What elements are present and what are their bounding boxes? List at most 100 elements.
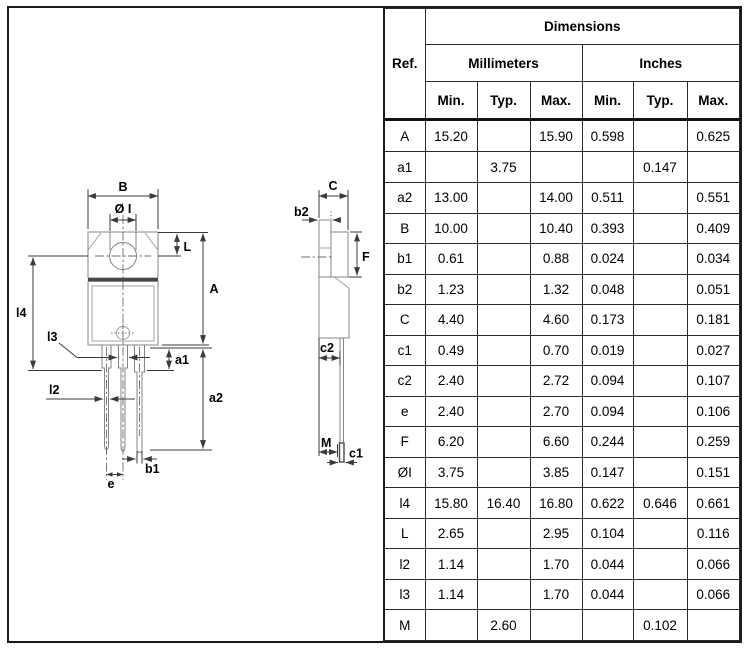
value-cell: 0.106 [686, 395, 740, 428]
value-cell: 15.80 [424, 487, 478, 519]
value-cell [476, 517, 531, 550]
value-cell: 15.90 [529, 118, 583, 153]
value-cell [476, 426, 531, 458]
ref-cell: ØI [383, 456, 426, 489]
ref-cell: C [383, 304, 426, 336]
ref-cell: A [383, 118, 426, 153]
unit-group-row: Millimeters Inches [384, 44, 740, 82]
value-cell: 0.107 [686, 365, 740, 397]
value-cell: 14.00 [529, 181, 583, 214]
value-cell: 0.88 [529, 243, 583, 275]
value-cell: 0.034 [686, 243, 740, 275]
value-cell: 0.622 [581, 487, 634, 519]
sub-header-row: Min. Typ. Max. Min. Typ. Max. [384, 81, 740, 121]
value-cell [581, 609, 634, 641]
value-cell: 1.70 [529, 548, 583, 580]
value-cell: 0.094 [581, 365, 634, 397]
col-header: Typ. [476, 81, 531, 121]
ref-cell: l2 [383, 548, 426, 580]
dim-c1: c1 [327, 447, 363, 466]
dim-l3: l3 [47, 330, 150, 361]
value-cell: 4.40 [424, 304, 478, 336]
dimensions-table: Ref. Dimensions Millimeters Inches Min. … [383, 8, 740, 641]
value-cell: 0.104 [581, 517, 634, 550]
ref-cell: l3 [383, 578, 426, 611]
value-cell [632, 365, 688, 397]
dim-label-L: L [184, 240, 192, 254]
dim-label-b2: b2 [294, 205, 309, 219]
table-title-row: Ref. Dimensions [383, 8, 740, 121]
value-cell: 2.95 [529, 517, 583, 550]
value-cell: 0.70 [529, 334, 583, 367]
value-cell: 16.40 [476, 487, 531, 519]
dim-l4: l4 [16, 257, 102, 371]
dim-label-b1: b1 [145, 462, 160, 476]
side-profile [301, 211, 350, 463]
value-cell [632, 212, 688, 245]
value-cell: 2.65 [424, 517, 478, 550]
dim-l2: l2 [46, 383, 135, 402]
value-cell: 4.60 [529, 304, 583, 336]
value-cell: 3.85 [529, 456, 583, 489]
dim-a1: a1 [147, 347, 212, 371]
value-cell: 0.646 [632, 487, 688, 519]
page-border [7, 6, 742, 643]
dim-A: A [162, 233, 219, 346]
side-lead [339, 337, 344, 444]
value-cell: 0.625 [686, 118, 740, 153]
value-cell [581, 151, 634, 183]
value-cell: 6.60 [529, 426, 583, 458]
value-cell: 0.066 [686, 578, 740, 611]
tab-body-junction [88, 278, 158, 282]
value-cell: 0.511 [581, 181, 634, 214]
col-header: Min. [581, 81, 634, 121]
dim-label-a1: a1 [175, 353, 189, 367]
value-cell [632, 118, 688, 153]
dim-label-c2: c2 [320, 341, 334, 355]
ref-cell: b2 [383, 273, 426, 306]
value-cell: 2.70 [529, 395, 583, 428]
dim-b1: b1 [122, 451, 160, 476]
value-cell [476, 243, 531, 275]
col-header: Min. [424, 81, 478, 121]
value-cell [476, 212, 531, 245]
value-cell [424, 151, 478, 183]
value-cell: 0.409 [686, 212, 740, 245]
value-cell: 0.49 [424, 334, 478, 367]
value-cell [686, 609, 740, 641]
ref-cell: c1 [383, 334, 426, 367]
dim-label-a2: a2 [209, 391, 223, 405]
dim-label-C: C [328, 179, 337, 193]
unit-group-inches: Inches [581, 44, 740, 82]
value-cell: 2.60 [476, 609, 531, 641]
dim-e: e [106, 472, 123, 491]
ref-cell: L [383, 517, 426, 550]
value-cell: 2.40 [424, 365, 478, 397]
front-view: B Ø I L A [16, 180, 223, 491]
value-cell: 1.32 [529, 273, 583, 306]
value-cell: 6.20 [424, 426, 478, 458]
value-cell: 0.151 [686, 456, 740, 489]
value-cell [529, 151, 583, 183]
value-cell: 0.393 [581, 212, 634, 245]
value-cell [632, 181, 688, 214]
ref-cell: B [383, 212, 426, 245]
side-view: C b2 F c2 [294, 179, 370, 466]
value-cell: 3.75 [424, 456, 478, 489]
dim-label-l2: l2 [49, 383, 59, 397]
value-cell [632, 334, 688, 367]
value-cell: 2.40 [424, 395, 478, 428]
